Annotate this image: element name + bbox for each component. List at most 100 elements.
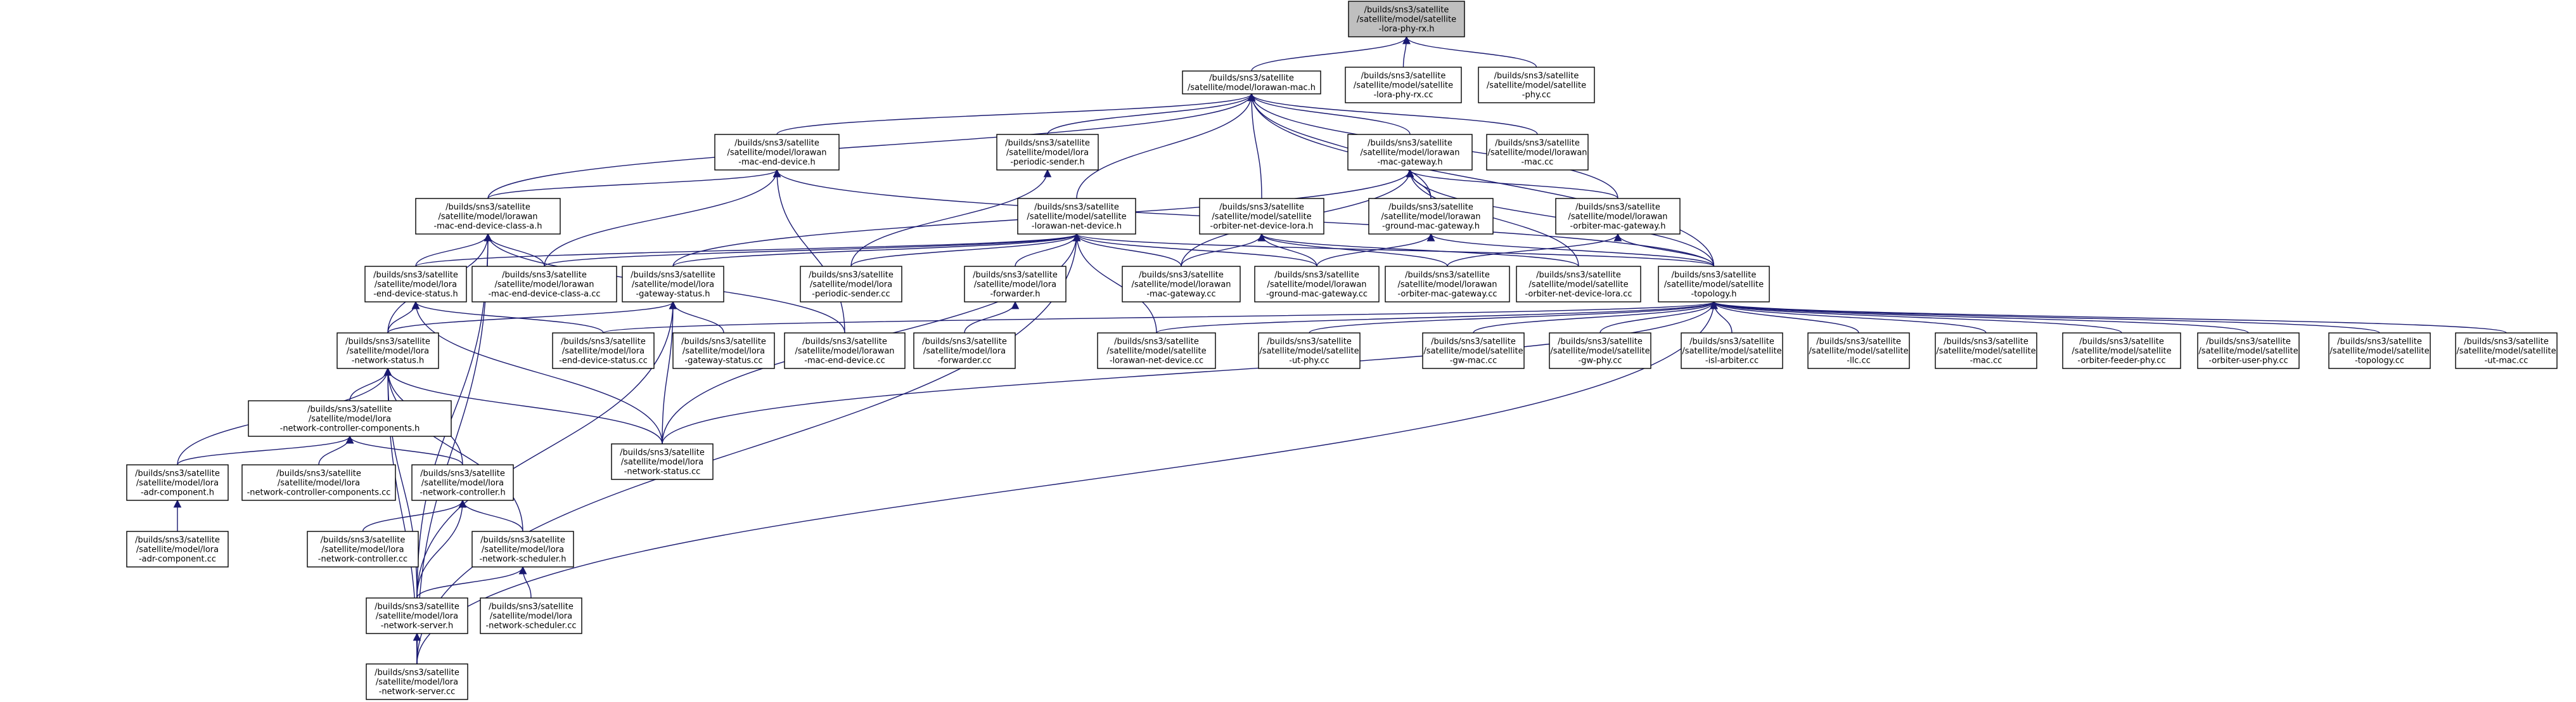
node-label-line: /builds/sns3/satellite (1114, 337, 1199, 347)
node-box (480, 597, 582, 634)
node-label-line: -gw-phy.cc (1578, 356, 1622, 366)
node-end-device-status-cc[interactable]: /builds/sns3/satellite/satellite/model/l… (552, 332, 655, 369)
node-label-line: /satellite/model/lora (376, 678, 458, 687)
node-label-line: /builds/sns3/satellite (620, 448, 705, 458)
node-lora-phy-rx-cc[interactable]: /builds/sns3/satellite/satellite/model/s… (1345, 67, 1462, 103)
edge-ground-mac-gateway-h-to-lorawan-mac-h (1247, 93, 1432, 199)
node-network-server-h[interactable]: /builds/sns3/satellite/satellite/model/l… (366, 597, 468, 634)
node-adr-component-cc[interactable]: /builds/sns3/satellite/satellite/model/l… (126, 531, 229, 568)
node-mac-end-device-h[interactable]: /builds/sns3/satellite/satellite/model/l… (714, 134, 840, 171)
node-label-line: /satellite/model/lora (347, 347, 429, 356)
node-box (1422, 332, 1525, 369)
node-topology-h[interactable]: /builds/sns3/satellite/satellite/model/s… (1658, 266, 1770, 302)
node-ut-phy-cc[interactable]: /builds/sns3/satellite/satellite/model/s… (1258, 332, 1361, 369)
node-label-line: -network-controller.h (420, 488, 505, 498)
node-orbiter-feeder-phy-cc[interactable]: /builds/sns3/satellite/satellite/model/s… (2062, 332, 2181, 369)
node-label-line: /builds/sns3/satellite (1816, 337, 1901, 347)
node-label-line: /satellite/model/satellite (1550, 347, 1650, 356)
node-label-line: -network-controller-components.cc (247, 488, 391, 498)
edge-gateway-status-cc-to-gateway-status-h (669, 301, 724, 334)
edge-network-status-cc-to-topology-h (662, 301, 1718, 445)
node-box (307, 531, 419, 568)
edge-lorawan-net-device-cc-to-topology-h (1156, 301, 1718, 334)
node-box (2328, 332, 2431, 369)
node-lorawan-net-device-h[interactable]: /builds/sns3/satellite/satellite/model/s… (1017, 198, 1136, 235)
node-label-line: /builds/sns3/satellite (1364, 6, 1449, 15)
node-label-line: -mac-gateway.cc (1146, 290, 1215, 299)
node-label-line: /satellite/model/lora (923, 347, 1006, 356)
node-box (126, 531, 229, 568)
node-label-line: /builds/sns3/satellite (1405, 271, 1490, 280)
node-mac-end-device-cc[interactable]: /builds/sns3/satellite/satellite/model/l… (784, 332, 906, 369)
node-phy-cc[interactable]: /builds/sns3/satellite/satellite/model/s… (1478, 67, 1595, 103)
node-box (2062, 332, 2181, 369)
node-label-line: /builds/sns3/satellite (1034, 203, 1119, 212)
edge-llc-cc-to-topology-h (1710, 301, 1859, 334)
node-forwarder-h[interactable]: /builds/sns3/satellite/satellite/model/l… (964, 266, 1067, 302)
node-network-status-h[interactable]: /builds/sns3/satellite/satellite/model/l… (336, 332, 439, 369)
node-label-line: /builds/sns3/satellite (809, 271, 894, 280)
node-gw-phy-cc[interactable]: /builds/sns3/satellite/satellite/model/s… (1549, 332, 1651, 369)
node-orbiter-net-device-lora-cc[interactable]: /builds/sns3/satellite/satellite/model/s… (1516, 266, 1641, 302)
node-orbiter-mac-gateway-h[interactable]: /builds/sns3/satellite/satellite/model/l… (1555, 198, 1681, 235)
node-gateway-status-h[interactable]: /builds/sns3/satellite/satellite/model/l… (622, 266, 724, 302)
edge-lorawan-net-device-h-to-lorawan-mac-h (1076, 93, 1256, 199)
node-ncc-cc[interactable]: /builds/sns3/satellite/satellite/model/l… (241, 464, 396, 501)
node-label-line: /builds/sns3/satellite (1388, 203, 1473, 212)
node-network-status-cc[interactable]: /builds/sns3/satellite/satellite/model/l… (611, 443, 714, 480)
edge-orbiter-mac-gateway-h-to-mac-gateway-h (1406, 169, 1618, 199)
edge-network-scheduler-h-to-network-controller-h (458, 499, 523, 532)
node-lorawan-net-device-cc[interactable]: /builds/sns3/satellite/satellite/model/s… (1097, 332, 1216, 369)
node-label-line: /builds/sns3/satellite (734, 139, 819, 148)
node-end-device-status-h[interactable]: /builds/sns3/satellite/satellite/model/l… (364, 266, 467, 302)
node-ncc-h[interactable]: /builds/sns3/satellite/satellite/model/l… (248, 400, 452, 437)
edge-topology-h-to-lorawan-net-device-h (1073, 233, 1715, 267)
node-label-line: /builds/sns3/satellite (321, 536, 406, 545)
node-mac-gateway-cc[interactable]: /builds/sns3/satellite/satellite/model/l… (1122, 266, 1241, 302)
node-network-scheduler-h[interactable]: /builds/sns3/satellite/satellite/model/l… (471, 531, 574, 568)
edge-gateway-status-h-to-lorawan-net-device-h (672, 233, 1081, 267)
node-orbiter-user-phy-cc[interactable]: /builds/sns3/satellite/satellite/model/s… (2197, 332, 2300, 369)
node-class-a-cc[interactable]: /builds/sns3/satellite/satellite/model/l… (471, 266, 617, 302)
node-lorawan-mac-h[interactable]: /builds/sns3/satellite/satellite/model/l… (1182, 70, 1321, 94)
node-periodic-sender-h[interactable]: /builds/sns3/satellite/satellite/model/l… (996, 134, 1099, 171)
node-lora-phy-rx-h[interactable]: /builds/sns3/satellite/satellite/model/s… (1348, 1, 1465, 37)
node-label-line: -network-controller-components.h (280, 424, 420, 434)
node-forwarder-cc[interactable]: /builds/sns3/satellite/satellite/model/l… (913, 332, 1016, 369)
node-mac-cc[interactable]: /builds/sns3/satellite/satellite/model/s… (1935, 332, 2037, 369)
node-ground-mac-gateway-cc[interactable]: /builds/sns3/satellite/satellite/model/l… (1254, 266, 1380, 302)
node-label-line: -periodic-sender.cc (812, 290, 890, 299)
node-label-line: -orbiter-net-device-lora.cc (1525, 290, 1632, 299)
node-label-line: -lora-phy-rx.h (1379, 25, 1435, 34)
edge-ncc-h-to-network-status-h (349, 367, 392, 401)
node-box (415, 198, 561, 235)
node-label-line: /builds/sns3/satellite (1536, 271, 1621, 280)
node-label-line: -orbiter-user-phy.cc (2208, 356, 2288, 366)
node-network-controller-h[interactable]: /builds/sns3/satellite/satellite/model/l… (411, 464, 514, 501)
node-mac-gateway-h[interactable]: /builds/sns3/satellite/satellite/model/l… (1347, 134, 1473, 171)
node-label-line: /satellite/model/satellite (2072, 347, 2171, 356)
node-ut-mac-cc[interactable]: /builds/sns3/satellite/satellite/model/s… (2455, 332, 2558, 369)
node-network-controller-cc[interactable]: /builds/sns3/satellite/satellite/model/l… (307, 531, 419, 568)
node-gateway-status-cc[interactable]: /builds/sns3/satellite/satellite/model/l… (672, 332, 775, 369)
node-isl-arbiter-cc[interactable]: /builds/sns3/satellite/satellite/model/s… (1681, 332, 1783, 369)
node-box (411, 464, 514, 501)
node-periodic-sender-cc[interactable]: /builds/sns3/satellite/satellite/model/l… (800, 266, 902, 302)
node-orbiter-mac-gateway-cc[interactable]: /builds/sns3/satellite/satellite/model/l… (1385, 266, 1510, 302)
node-network-scheduler-cc[interactable]: /builds/sns3/satellite/satellite/model/l… (480, 597, 582, 634)
node-lorawan-mac-cc[interactable]: /builds/sns3/satellite/satellite/model/l… (1486, 134, 1589, 171)
node-llc-cc[interactable]: /builds/sns3/satellite/satellite/model/s… (1807, 332, 1910, 369)
node-ground-mac-gateway-h[interactable]: /builds/sns3/satellite/satellite/model/l… (1368, 198, 1494, 235)
edge-network-server-h-to-network-controller-h (416, 499, 467, 599)
edge-end-device-status-h-to-class-a-h (415, 233, 492, 267)
node-topology-cc[interactable]: /builds/sns3/satellite/satellite/model/s… (2328, 332, 2431, 369)
edge-mac-end-device-h-to-lorawan-mac-h (776, 93, 1256, 135)
edge-ground-mac-gateway-cc-to-ground-mac-gateway-h (1316, 233, 1435, 267)
node-adr-component-h[interactable]: /builds/sns3/satellite/satellite/model/l… (126, 464, 229, 501)
node-network-server-cc[interactable]: /builds/sns3/satellite/satellite/model/l… (366, 663, 468, 700)
node-gw-mac-cc[interactable]: /builds/sns3/satellite/satellite/model/s… (1422, 332, 1525, 369)
edge-orbiter-net-device-lora-cc-to-orbiter-net-device-lora-h (1257, 233, 1579, 267)
node-class-a-h[interactable]: /builds/sns3/satellite/satellite/model/l… (415, 198, 561, 235)
node-orbiter-net-device-lora-h[interactable]: /builds/sns3/satellite/satellite/model/s… (1199, 198, 1324, 235)
node-label-line: /satellite/model/lora (621, 458, 703, 467)
